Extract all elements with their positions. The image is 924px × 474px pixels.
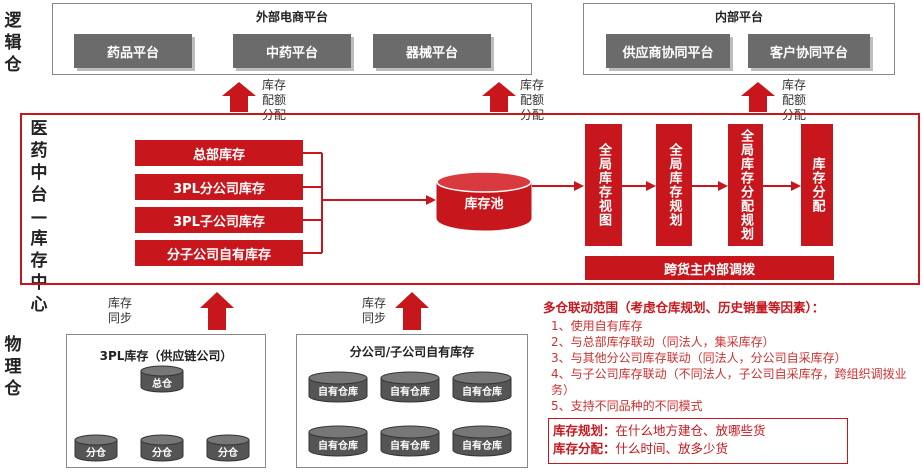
- alloc-label: 库存分配：: [553, 441, 616, 456]
- own-storage-icon: 自有仓库: [380, 371, 440, 403]
- own-storage-label: 自有仓库: [318, 441, 358, 452]
- global-plan-box[interactable]: 全局库存规划: [656, 124, 692, 246]
- hq-inventory-box[interactable]: 总部库存: [135, 140, 303, 166]
- branch-warehouse-icon: 分仓: [140, 434, 184, 462]
- supplier-platform-button[interactable]: 供应商协同平台: [606, 34, 730, 68]
- internal-platform-panel: 内部平台 供应商协同平台 客户协同平台: [583, 3, 895, 75]
- note-item: 2、与总部库存联动（同法人，集采库存）: [551, 335, 775, 349]
- quota-label-3: 库存配额分配: [782, 78, 807, 122]
- external-platform-title: 外部电商平台: [255, 10, 328, 24]
- global-view-box[interactable]: 全局库存视图: [585, 124, 622, 246]
- note-item: 4、与子公司库存联动（不同法人，子公司自采库存，跨组织调拨业务）: [551, 367, 907, 397]
- platform-device-button[interactable]: 器械平台: [373, 34, 491, 68]
- platform-drug-button[interactable]: 药品平台: [74, 34, 192, 68]
- own-storage-icon: 自有仓库: [308, 371, 368, 403]
- branch-warehouse-label: 分仓: [86, 448, 106, 459]
- notes-panel: 多仓联动范围（考虑仓库规划、历史销量等因素）： 1、使用自有库存 2、与总部库存…: [543, 300, 921, 414]
- inventory-pool-label: 库存池: [464, 197, 504, 212]
- 3pl-panel-title: 3PL库存（供应链公司）: [99, 349, 233, 363]
- global-alloc-plan-box[interactable]: 全局库存分配规划: [728, 124, 763, 246]
- quota-label-1: 库存配额分配: [262, 78, 287, 122]
- branch-warehouse-label: 分仓: [218, 448, 238, 459]
- up-arrow-icon: [741, 82, 775, 112]
- external-platform-panel: 外部电商平台 药品平台 中药平台 器械平台: [52, 3, 532, 75]
- own-storage-icon: 自有仓库: [452, 371, 512, 403]
- notes-heading: 多仓联动范围（考虑仓库规划、历史销量等因素）：: [543, 300, 825, 315]
- plan-alloc-box: 库存规划：在什么地方建仓、放哪些货 库存分配：什么时间、放多少货: [548, 418, 848, 464]
- own-storage-icon: 自有仓库: [452, 425, 512, 457]
- inventory-center-frame: [20, 113, 920, 285]
- branch-warehouse-icon: 分仓: [206, 434, 250, 462]
- note-item: 3、与其他分公司库存联动（同法人，分公司自采库存）: [551, 351, 847, 365]
- branch-warehouse-icon: 分仓: [74, 434, 118, 462]
- platform-tcm-button[interactable]: 中药平台: [233, 34, 351, 68]
- plan-label: 库存规划：: [553, 423, 616, 438]
- 3pl-branch-inventory-box[interactable]: 3PL分公司库存: [135, 174, 303, 200]
- alloc-text: 什么时间、放多少货: [615, 441, 729, 456]
- sync-label-1: 库存同步: [108, 296, 133, 325]
- 3pl-sub-inventory-box[interactable]: 3PL子公司库存: [135, 207, 303, 233]
- own-storage-label: 自有仓库: [318, 387, 358, 398]
- pharma-center-label: 医药中台—库存中心: [30, 119, 48, 315]
- own-storage-label: 自有仓库: [462, 441, 502, 452]
- up-arrow-icon: [395, 292, 429, 330]
- own-panel-title: 分公司/子公司自有库存: [349, 345, 475, 359]
- note-item: 1、使用自有库存: [551, 319, 643, 333]
- own-inventory-box[interactable]: 分子公司自有库存: [135, 240, 303, 266]
- own-storage-label: 自有仓库: [390, 441, 430, 452]
- internal-platform-title: 内部平台: [714, 10, 763, 24]
- note-item: 5、支持不同品种的不同模式: [551, 399, 703, 413]
- own-storage-icon: 自有仓库: [308, 425, 368, 457]
- physical-warehouse-label: 物理仓: [4, 335, 22, 399]
- inventory-pool-icon: [436, 171, 532, 231]
- alloc-box[interactable]: 库存分配: [801, 124, 833, 246]
- own-storage-label: 自有仓库: [390, 387, 430, 398]
- cross-owner-transfer-bar[interactable]: 跨货主内部调拨: [585, 256, 834, 280]
- up-arrow-icon: [222, 82, 256, 112]
- main-warehouse-label: 总仓: [152, 379, 172, 390]
- up-arrow-icon: [482, 82, 516, 112]
- own-storage-label: 自有仓库: [462, 387, 502, 398]
- branch-warehouse-label: 分仓: [152, 448, 172, 459]
- quota-label-2: 库存配额分配: [520, 78, 545, 122]
- main-warehouse-icon: 总仓: [140, 365, 184, 393]
- plan-text: 在什么地方建仓、放哪些货: [615, 423, 766, 438]
- own-storage-icon: 自有仓库: [380, 425, 440, 457]
- customer-platform-button[interactable]: 客户协同平台: [748, 34, 870, 68]
- up-arrow-icon: [200, 292, 234, 330]
- logical-warehouse-label: 逻辑仓: [4, 11, 22, 75]
- sync-label-2: 库存同步: [362, 296, 387, 325]
